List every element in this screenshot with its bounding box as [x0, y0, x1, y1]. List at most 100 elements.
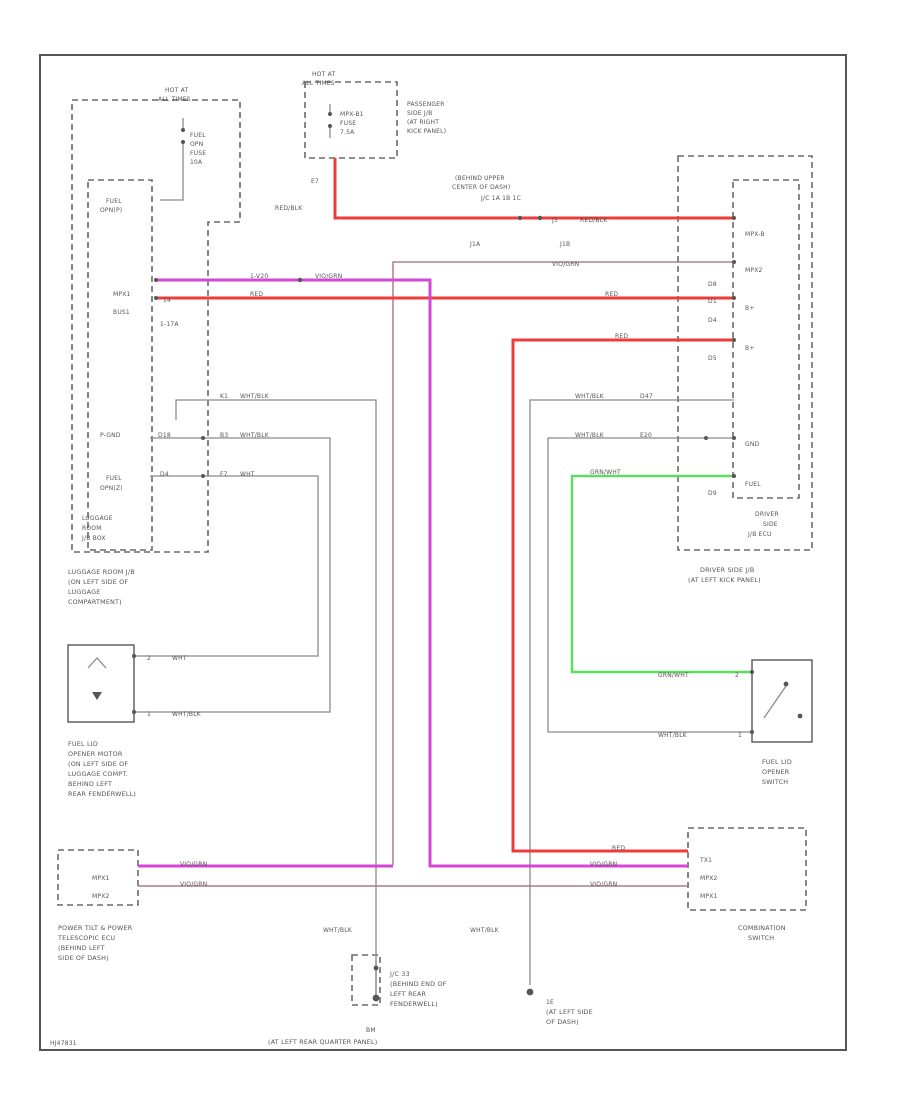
labels: HOT AT ALL TIMES MPX-B1 FUSE 7.5A PASSEN…: [50, 71, 792, 1047]
svg-text:HJ47831: HJ47831: [50, 1040, 77, 1047]
wht-blk-ground-right: [529, 399, 734, 985]
driver-jb-outline: [677, 155, 813, 551]
svg-text:D8: D8: [708, 281, 717, 288]
svg-text:GND: GND: [745, 441, 760, 448]
svg-text:GRN/WHT: GRN/WHT: [658, 672, 689, 679]
svg-text:FUEL LID: FUEL LID: [762, 758, 792, 766]
svg-text:TELESCOPIC ECU: TELESCOPIC ECU: [57, 934, 115, 942]
svg-text:VIO/GRN: VIO/GRN: [590, 861, 617, 868]
svg-text:MPX2: MPX2: [745, 267, 763, 274]
svg-text:OPENER: OPENER: [762, 768, 790, 776]
svg-text:SIDE: SIDE: [763, 521, 778, 528]
svg-text:FUEL: FUEL: [745, 481, 761, 488]
svg-text:MPX1: MPX1: [92, 875, 110, 882]
svg-text:OPENER MOTOR: OPENER MOTOR: [68, 750, 123, 758]
svg-text:(AT LEFT SIDE: (AT LEFT SIDE: [546, 1008, 593, 1016]
wht-blk-switch-ground: [547, 437, 752, 733]
svg-text:WHT/BLK: WHT/BLK: [323, 927, 353, 934]
svg-text:MPX1: MPX1: [700, 893, 718, 900]
svg-text:SWITCH: SWITCH: [748, 934, 774, 942]
svg-text:(BEHIND UPPER: (BEHIND UPPER: [455, 175, 505, 182]
svg-text:(AT LEFT REAR QUARTER PANEL): (AT LEFT REAR QUARTER PANEL): [268, 1038, 377, 1046]
svg-text:D47: D47: [640, 393, 653, 400]
svg-text:10A: 10A: [190, 159, 203, 166]
svg-text:PASSENGER: PASSENGER: [407, 101, 445, 108]
svg-text:J/B ECU: J/B ECU: [747, 531, 772, 538]
svg-text:FUEL: FUEL: [106, 475, 122, 482]
svg-text:OPN(P): OPN(P): [100, 207, 122, 214]
svg-text:DRIVER SIDE J/B: DRIVER SIDE J/B: [700, 566, 754, 574]
motor-diode-icon: [92, 692, 102, 700]
red-blk-mpx-b-wire: [333, 158, 734, 220]
grn-wht-fuel-wire: [570, 474, 752, 674]
svg-text:FUEL: FUEL: [190, 132, 206, 139]
svg-text:MPX-B: MPX-B: [745, 231, 765, 238]
svg-text:HOT AT: HOT AT: [165, 87, 188, 94]
svg-text:RED: RED: [612, 845, 625, 852]
svg-text:RED/BLK: RED/BLK: [580, 217, 608, 224]
svg-text:(ON LEFT SIDE OF: (ON LEFT SIDE OF: [68, 578, 128, 586]
svg-text:F7: F7: [220, 471, 228, 478]
svg-text:COMBINATION: COMBINATION: [738, 924, 786, 932]
wht-blk-motor-ground: [134, 437, 331, 713]
svg-text:SIDE J/B: SIDE J/B: [407, 110, 432, 117]
svg-text:2: 2: [735, 672, 739, 679]
luggage-jb-outline: [71, 99, 241, 553]
svg-text:2: 2: [147, 655, 151, 662]
fuel-lid-opener-motor: [67, 644, 135, 723]
svg-text:FUEL: FUEL: [106, 198, 122, 205]
svg-text:D4: D4: [708, 317, 717, 324]
wht-motor-signal: [134, 475, 319, 657]
svg-text:COMPARTMENT): COMPARTMENT): [68, 598, 122, 606]
svg-text:WHT/BLK: WHT/BLK: [172, 711, 202, 718]
svg-text:WHT/BLK: WHT/BLK: [658, 732, 688, 739]
svg-text:1: 1: [738, 732, 742, 739]
svg-text:D5: D5: [708, 355, 717, 362]
switch-terminal-icon: [797, 713, 803, 719]
svg-text:LUGGAGE: LUGGAGE: [68, 588, 100, 596]
svg-text:B+: B+: [745, 305, 755, 312]
svg-text:J5: J5: [551, 217, 558, 224]
svg-text:(BEHIND END OF: (BEHIND END OF: [390, 980, 447, 988]
svg-text:D1: D1: [708, 298, 717, 305]
svg-text:1E: 1E: [546, 999, 554, 1006]
svg-text:WHT: WHT: [172, 655, 187, 662]
svg-text:D9: D9: [708, 490, 717, 497]
svg-text:REAR FENDERWELL): REAR FENDERWELL): [68, 790, 136, 798]
tilt-ecu-outline: [57, 849, 139, 906]
svg-text:1-17A: 1-17A: [160, 321, 179, 328]
hot-top-line-1: HOT AT: [312, 71, 335, 78]
svg-text:E20: E20: [640, 432, 652, 439]
fuse-to-relay-wire: [160, 154, 184, 201]
svg-text:J/C 33: J/C 33: [389, 970, 410, 978]
svg-text:OPN: OPN: [190, 141, 203, 148]
svg-text:CENTER OF DASH): CENTER OF DASH): [452, 184, 510, 191]
svg-text:OPN(Z): OPN(Z): [100, 485, 123, 492]
svg-text:BM: BM: [366, 1027, 376, 1034]
svg-text:MPX2: MPX2: [700, 875, 718, 882]
diagram-frame: [39, 54, 847, 1051]
svg-text:(AT RIGHT: (AT RIGHT: [407, 119, 439, 126]
svg-text:BEHIND LEFT: BEHIND LEFT: [68, 780, 112, 788]
svg-text:7.5A: 7.5A: [340, 129, 355, 136]
svg-text:FENDERWELL): FENDERWELL): [390, 1000, 438, 1008]
svg-text:FUEL LID: FUEL LID: [68, 740, 98, 748]
svg-text:VIO/GRN: VIO/GRN: [180, 881, 207, 888]
svg-text:TX1: TX1: [699, 857, 712, 864]
driver-jb-inner: [732, 179, 800, 499]
svg-text:J/B BOX: J/B BOX: [81, 535, 106, 542]
svg-text:VIO/GRN: VIO/GRN: [590, 881, 617, 888]
svg-text:VIO/GRN: VIO/GRN: [315, 273, 342, 280]
svg-text:GRN/WHT: GRN/WHT: [590, 469, 621, 476]
svg-text:SWITCH: SWITCH: [762, 778, 788, 786]
svg-text:SIDE OF DASH): SIDE OF DASH): [58, 954, 109, 962]
svg-text:RED: RED: [605, 291, 618, 298]
svg-text:J1B: J1B: [559, 241, 570, 248]
ground-bm-icon: [372, 994, 380, 1002]
svg-text:OF DASH): OF DASH): [546, 1018, 579, 1026]
svg-text:MPX-B1: MPX-B1: [340, 111, 364, 118]
svg-text:LUGGAGE ROOM J/B: LUGGAGE ROOM J/B: [68, 568, 135, 576]
svg-text:LUGGAGE COMPT.: LUGGAGE COMPT.: [68, 770, 128, 778]
svg-text:WHT/BLK: WHT/BLK: [470, 927, 500, 934]
